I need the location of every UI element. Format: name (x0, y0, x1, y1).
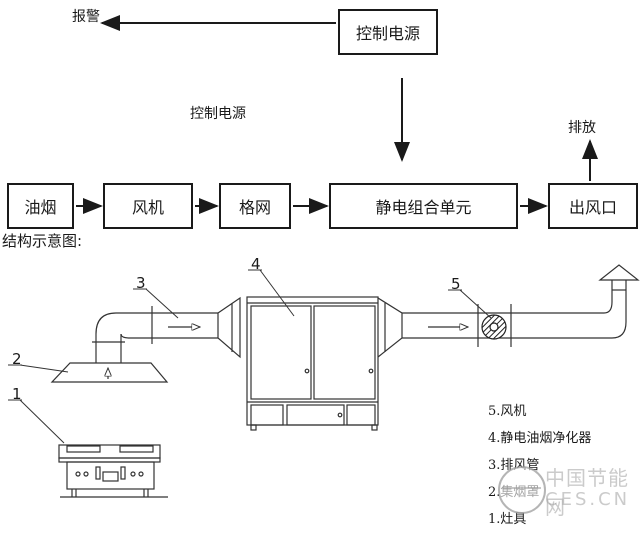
legend: 5.风机 4.静电油烟净化器 3.排风管 2.集烟罩 1.灶具 (488, 398, 591, 533)
diagram-canvas (8, 15, 640, 498)
legend-item: 5.风机 (488, 404, 527, 419)
legend-item: 4.静电油烟净化器 (488, 431, 592, 446)
node-fan: 风机 (103, 183, 193, 229)
node-label: 出风口 (568, 198, 617, 217)
power-source-box: 控制电源 (338, 9, 438, 55)
purifier-drawing (246, 296, 403, 431)
callout-leaders (8, 269, 492, 444)
callout-4: 4 (251, 255, 261, 273)
node-air-outlet: 出风口 (548, 183, 638, 229)
node-label: 格网 (238, 198, 271, 217)
flow-arrows (76, 15, 598, 214)
node-label: 风机 (131, 198, 164, 217)
callout-1: 1 (12, 385, 22, 403)
structure-caption: 结构示意图: (2, 232, 83, 250)
power-source-side-label: 控制电源 (190, 106, 246, 122)
exhaust-pipe-drawing (95, 296, 241, 359)
node-label: 静电组合单元 (375, 198, 472, 217)
outlet-pipe-drawing (402, 264, 640, 347)
node-oil-smoke: 油烟 (7, 183, 74, 229)
callout-3: 3 (136, 274, 146, 292)
alarm-label: 报警 (72, 9, 100, 25)
discharge-label: 排放 (568, 120, 596, 136)
power-source-label: 控制电源 (355, 24, 420, 43)
legend-item: 3.排风管 (488, 458, 540, 473)
legend-item: 2.集烟罩 (488, 485, 540, 500)
node-grid: 格网 (219, 183, 291, 229)
stove-drawing (58, 444, 168, 498)
node-electrostatic-unit: 静电组合单元 (329, 183, 518, 229)
callout-5: 5 (451, 275, 461, 293)
callout-2: 2 (12, 350, 22, 368)
node-label: 油烟 (24, 198, 57, 217)
hood-drawing (50, 334, 169, 383)
